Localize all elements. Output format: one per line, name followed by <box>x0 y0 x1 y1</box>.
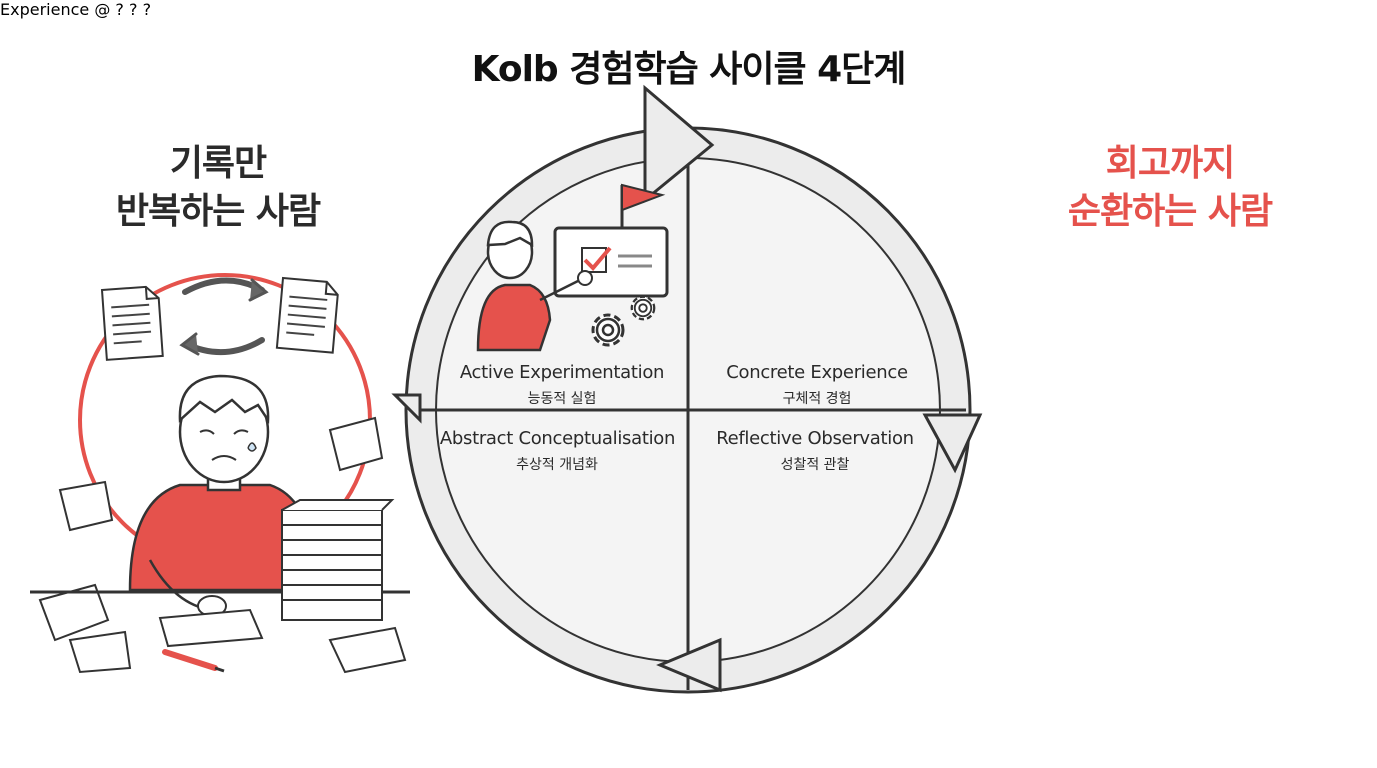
cycle-arrow-left <box>391 393 422 424</box>
notebook-label: Experience <box>0 0 90 19</box>
flag-icon <box>620 183 666 230</box>
main-title: Kolb 경험학습 사이클 4단계 <box>471 49 907 90</box>
right-title-line2: 순환하는 사람 <box>1067 191 1273 232</box>
label-concrete-experience: Concrete Experience <box>726 362 908 383</box>
quadrant-concrete-experience: Experience <box>0 0 94 19</box>
quadrant-reflective-observation: ? ? ? <box>115 0 151 19</box>
left-illustration <box>30 273 410 674</box>
left-panel-title: 기록만 반복하는 사람 <box>48 140 388 236</box>
cycle-arrow-right <box>922 413 983 474</box>
paper-stack <box>281 499 395 621</box>
right-panel-title: 회고까지 순환하는 사람 <box>1000 140 1340 236</box>
left-title-line1: 기록만 <box>169 143 267 184</box>
presenter-person <box>476 220 593 352</box>
cycle-arrow-top <box>643 84 715 204</box>
lightbulb-icon: @ <box>94 0 111 19</box>
cycle-arrow-bottom <box>656 637 722 693</box>
label-concrete-experience-ko: 구체적 경험 <box>782 391 852 407</box>
label-active-experimentation: Active Experimentation <box>459 362 665 383</box>
label-abstract-conceptualisation-ko: 추상적 개념화 <box>516 457 598 473</box>
right-title-line1: 회고까지 <box>1105 143 1235 184</box>
label-active-experimentation-ko: 능동적 실험 <box>527 391 597 407</box>
label-abstract-conceptualisation: Abstract Conceptualisation <box>439 428 676 449</box>
scattered-papers <box>38 416 407 674</box>
quadrant-active-experimentation <box>476 183 669 352</box>
checkbox-icon <box>581 246 612 273</box>
stressed-person <box>128 374 320 617</box>
label-reflective-observation: Reflective Observation <box>716 428 914 449</box>
presentation-board <box>553 226 669 298</box>
document-icon <box>101 285 164 361</box>
label-reflective-observation-ko: 성찰적 관찰 <box>780 457 850 473</box>
pen-icon <box>162 649 225 673</box>
quadrant-abstract-conceptualisation: @ <box>94 0 115 19</box>
swap-arrows-icon <box>179 277 269 356</box>
gear-icon <box>630 295 656 321</box>
gear-icon <box>591 313 625 347</box>
left-title-line2: 반복하는 사람 <box>115 191 321 232</box>
document-icon <box>275 277 340 354</box>
kolb-cycle <box>391 84 983 694</box>
desk-paper <box>158 608 264 648</box>
checklist-icon: ? ? ? <box>115 0 152 19</box>
